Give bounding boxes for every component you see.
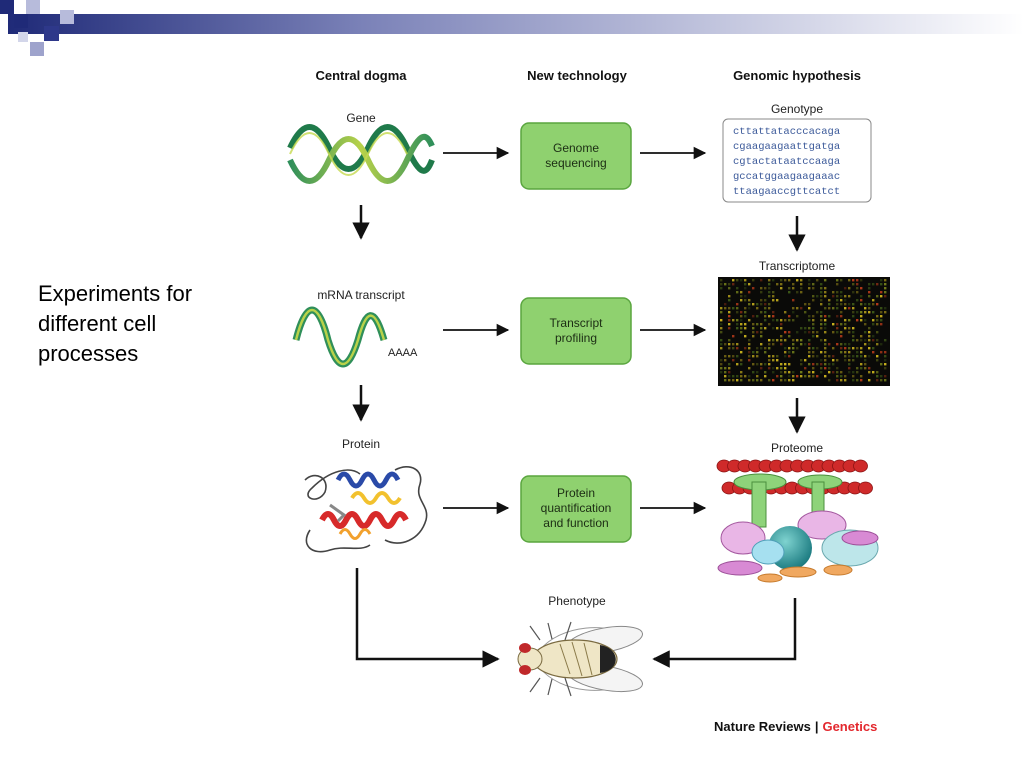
deco-square (26, 0, 40, 14)
arrow-protein-to-phenotype (355, 568, 500, 668)
fruit-fly-icon (517, 621, 643, 697)
slide-text-line: different cell (38, 311, 157, 336)
column-header-central-dogma: Central dogma (315, 68, 407, 83)
slide-decoration (0, 0, 1024, 56)
tech-label: and function (543, 516, 608, 530)
tech-box-transcript-profiling: Transcript profiling (520, 297, 632, 365)
label-mrna-transcript: mRNA transcript (317, 288, 405, 302)
column-header-genomic-hypothesis: Genomic hypothesis (733, 68, 861, 83)
label-gene: Gene (346, 111, 376, 125)
label-protein: Protein (342, 437, 380, 451)
tech-label: sequencing (545, 156, 606, 170)
tech-box-protein-quantification: Protein quantification and function (520, 475, 632, 543)
dna-helix-icon (287, 124, 435, 184)
label-proteome: Proteome (771, 441, 823, 455)
label-phenotype: Phenotype (548, 594, 606, 608)
proteome-complex-icon (716, 459, 879, 583)
sequence-line: cgaagaagaattgatga (733, 141, 840, 153)
mrna-strand-icon (292, 306, 388, 368)
slide-text-line: processes (38, 341, 139, 366)
deco-square (14, 14, 28, 28)
tech-label: quantification (541, 501, 612, 515)
gradient-bar (8, 14, 1024, 34)
arrow-proteome-to-phenotype (652, 598, 797, 668)
credit-journal: Nature Reviews|Genetics (714, 719, 877, 734)
deco-square (18, 32, 28, 42)
sequence-line: gccatggaagaagaaac (733, 171, 840, 183)
slide-text-line: Experiments for (38, 281, 193, 306)
deco-square (0, 0, 14, 14)
protein-structure-icon (304, 466, 428, 553)
tech-label: Protein (557, 486, 595, 500)
tech-label: Transcript (550, 316, 604, 330)
tech-label: profiling (555, 331, 597, 345)
sequence-line: cgtactataatccaaga (733, 156, 840, 168)
column-header-new-technology: New technology (527, 68, 627, 83)
label-transcriptome: Transcriptome (759, 259, 836, 273)
microarray-image (718, 277, 890, 386)
figure-credit: Nature Reviews|Genetics (714, 719, 877, 734)
tech-label: Genome (553, 141, 599, 155)
deco-square (30, 42, 44, 56)
tech-box-genome-sequencing: Genome sequencing (520, 122, 632, 190)
sequence-line: ttaagaaccgttcatct (733, 186, 840, 198)
slide-text: Experiments for different cell processes (38, 279, 268, 369)
poly-a-tail-label: AAAA (388, 347, 418, 359)
deco-square (44, 26, 59, 41)
sequence-line: cttattatacccacaga (733, 126, 840, 138)
deco-square (60, 10, 74, 24)
label-genotype: Genotype (771, 102, 823, 116)
genotype-sequence-box: cttattatacccacaga cgaagaagaattgatga cgta… (722, 118, 872, 203)
